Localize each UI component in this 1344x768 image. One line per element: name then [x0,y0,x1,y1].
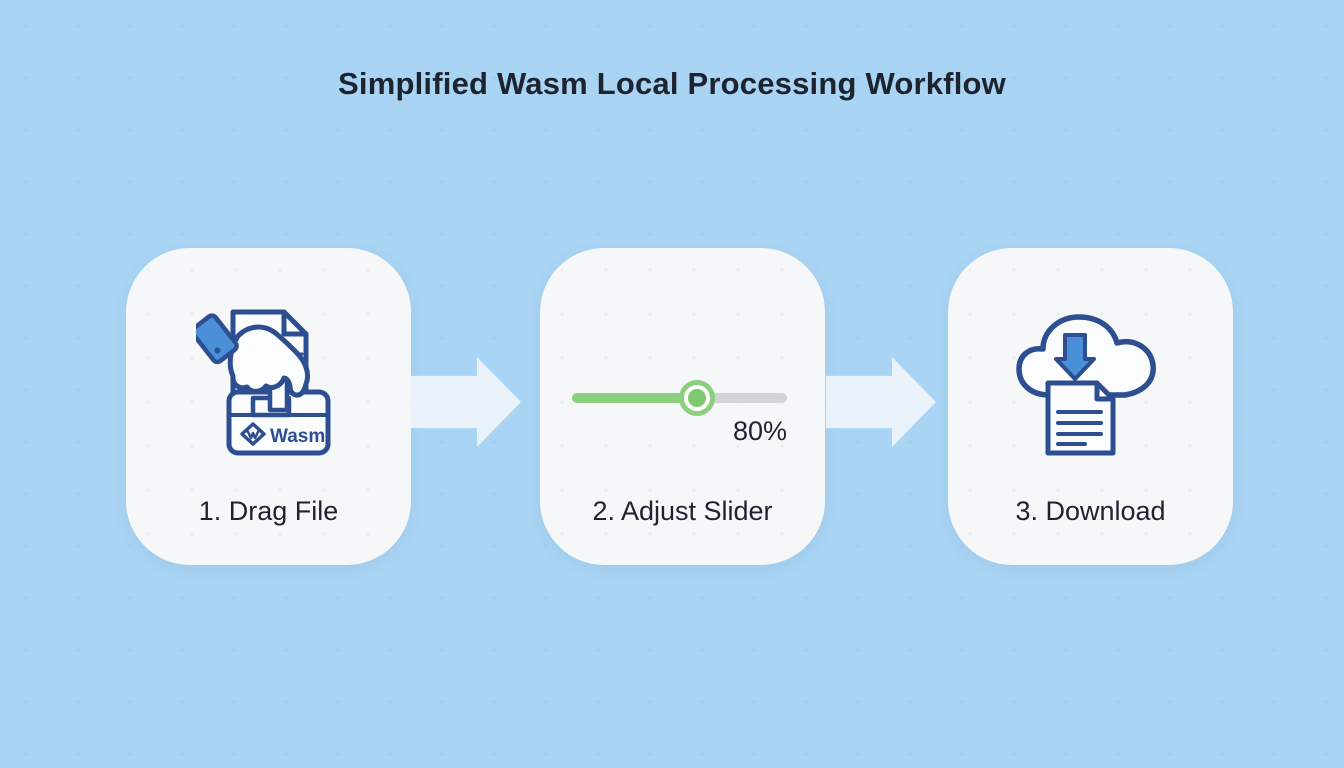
step-card-drag-file: Wasm 1. Drag File [126,248,411,565]
page-title: Simplified Wasm Local Processing Workflo… [338,66,1006,101]
slider-thumb-core [687,389,706,407]
step-label-drag-file: 1. Drag File [198,496,339,526]
cloud-download-icon [1016,314,1156,456]
step-card-download: 3. Download [948,248,1233,565]
wasm-badge-label: Wasm [270,426,325,447]
arrow-right-icon [826,357,936,447]
step-label-download: 3. Download [1015,496,1166,526]
step-card-adjust-slider: 80% 2. Adjust Slider [540,248,825,565]
step-label-adjust-slider: 2. Adjust Slider [592,496,773,526]
drag-file-wasm-icon: Wasm [196,309,331,456]
slider-fill [572,393,697,403]
slider-thumb[interactable] [678,380,715,416]
arrow-right-icon [411,357,521,447]
slider-value-label: 80% [732,416,787,446]
